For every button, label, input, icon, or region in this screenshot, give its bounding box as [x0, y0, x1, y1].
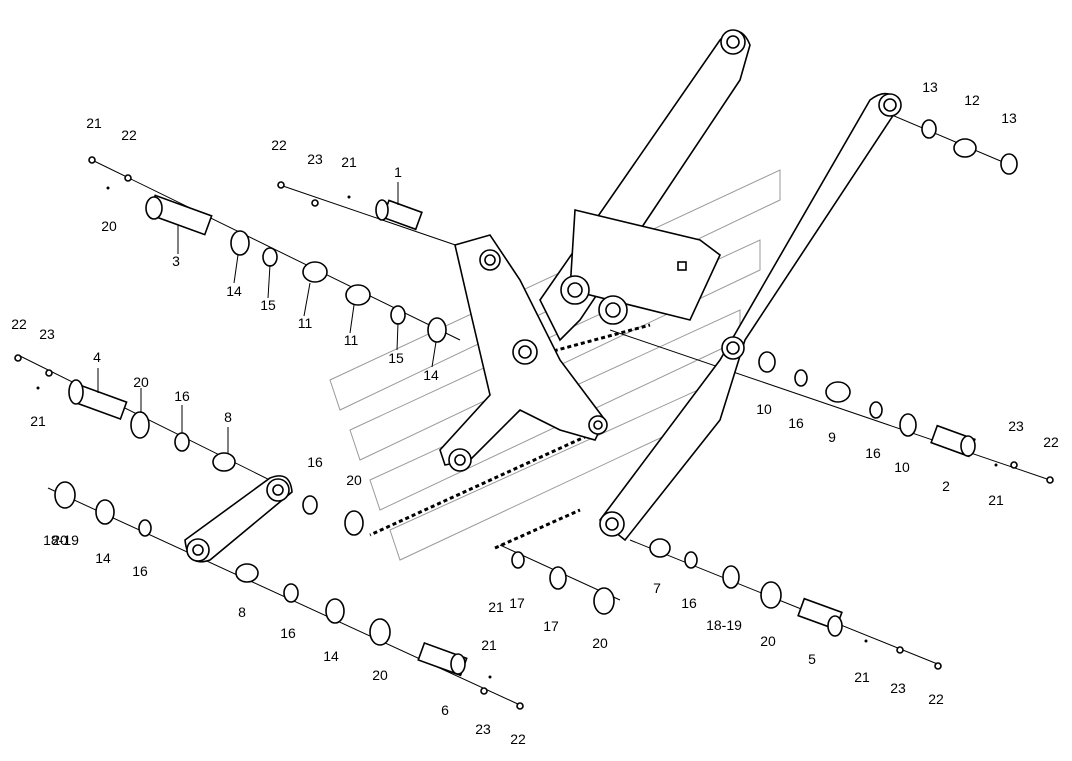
part-label: 20 — [592, 635, 608, 651]
part-label: 16 — [681, 595, 697, 611]
part-label: 20 — [372, 667, 388, 683]
part-label: 21 — [488, 599, 504, 615]
part-label: 21 — [988, 492, 1004, 508]
part-label: 7 — [653, 580, 661, 596]
part-label: 14 — [423, 367, 439, 383]
pin-4 — [68, 379, 128, 421]
part-label: 18-19 — [706, 617, 742, 633]
part-label: 8 — [224, 409, 232, 425]
part-label: 2 — [942, 478, 950, 494]
part-label: 4 — [93, 349, 101, 365]
part-label: 22 — [121, 127, 137, 143]
part-label: 21 — [341, 154, 357, 170]
part-label: 21 — [854, 669, 870, 685]
part-label: 18-19 — [43, 532, 79, 548]
part-label: 16 — [788, 415, 804, 431]
part-label: 20 — [346, 472, 362, 488]
part-label: 23 — [39, 326, 55, 342]
part-label: 23 — [890, 680, 906, 696]
part-label: 15 — [388, 350, 404, 366]
part-label: 1 — [394, 164, 402, 180]
part-label: 11 — [344, 332, 359, 348]
part-label: 22 — [928, 691, 944, 707]
part-label: 21 — [30, 413, 46, 429]
part-label: 5 — [808, 651, 816, 667]
lift-arm-right — [598, 92, 902, 542]
pins — [68, 194, 976, 677]
part-label: 3 — [172, 253, 180, 269]
part-label: 10 — [756, 401, 772, 417]
part-label: 9 — [828, 429, 836, 445]
part-label: 20 — [101, 218, 117, 234]
part-label: 16 — [307, 454, 323, 470]
part-label: 12 — [964, 92, 980, 108]
part-label: 23 — [475, 721, 491, 737]
pin-2 — [930, 424, 976, 458]
part-label: 23 — [1008, 418, 1024, 434]
part-label: 22 — [271, 137, 287, 153]
rings — [54, 119, 1018, 646]
leader-lines — [97, 182, 437, 453]
part-label: 22 — [11, 316, 27, 332]
part-label: 16 — [174, 388, 190, 404]
part-label: 21 — [481, 637, 497, 653]
part-label: 17 — [509, 595, 525, 611]
part-label: 20 — [760, 633, 776, 649]
part-label: 20 — [133, 374, 149, 390]
part-labels: 1234567889101011111213131414141415151616… — [11, 79, 1059, 747]
part-label: 20 — [52, 532, 68, 548]
small-hardware — [14, 156, 1054, 710]
part-label: 16 — [865, 445, 881, 461]
part-label: 22 — [510, 731, 526, 747]
part-label: 8 — [238, 604, 246, 620]
part-label: 15 — [260, 297, 276, 313]
part-label: 14 — [323, 648, 339, 664]
part-label: 23 — [307, 151, 323, 167]
bellcrank — [439, 234, 608, 472]
cross-tube — [560, 208, 721, 325]
part-label: 13 — [1001, 110, 1017, 126]
part-label: 14 — [95, 550, 111, 566]
part-label: 17 — [543, 618, 559, 634]
bushings — [212, 138, 977, 583]
pin-3 — [145, 194, 213, 236]
pin-5 — [797, 597, 843, 637]
part-label: 10 — [894, 459, 910, 475]
pin-6 — [417, 641, 468, 677]
part-label: 14 — [226, 283, 242, 299]
part-label: 21 — [86, 115, 102, 131]
part-label: 16 — [132, 563, 148, 579]
part-label: 22 — [1043, 434, 1059, 450]
pin-1 — [375, 199, 423, 231]
part-label: 6 — [441, 702, 449, 718]
part-label: 11 — [298, 315, 313, 331]
link-arm — [184, 475, 293, 563]
part-label: 16 — [280, 625, 296, 641]
part-label: 13 — [922, 79, 938, 95]
